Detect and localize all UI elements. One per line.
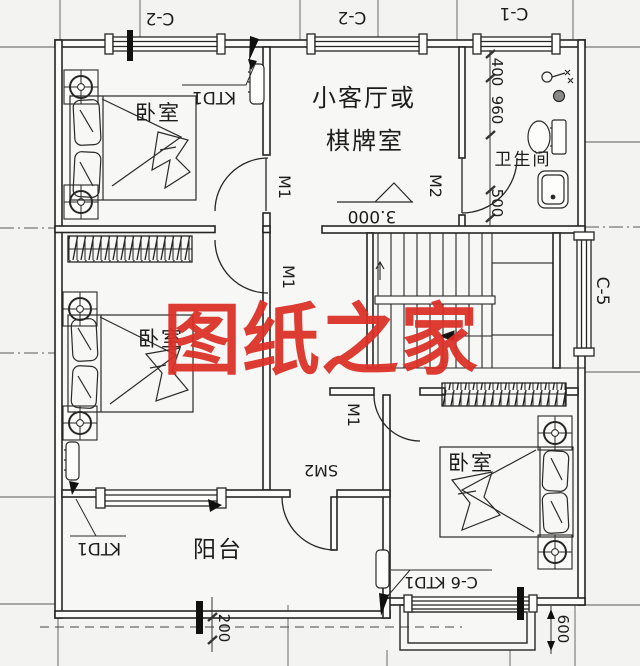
- window-c2-left-icon: [104, 33, 226, 55]
- dim-label-960: 960: [488, 95, 507, 125]
- bathroom-fixtures: [527, 69, 574, 209]
- ac-unit-icon-bottom: [375, 549, 390, 589]
- toilet-icon: [527, 119, 567, 155]
- column-icon: [63, 69, 99, 105]
- sink-icon: [537, 170, 569, 209]
- equipment-label-ktd1-top: KTD1: [191, 87, 237, 108]
- bed-icon-bedroom1: [69, 95, 197, 201]
- section-tick: [196, 601, 203, 634]
- door-label-m2-bath: M2: [426, 174, 445, 198]
- beds: [67, 95, 574, 538]
- bed-icon-bedroom2: [67, 314, 194, 413]
- window-label-c5: C-5: [592, 276, 613, 306]
- ac-unit-icon-left: [65, 441, 80, 481]
- window-c5-icon: [573, 231, 595, 357]
- stair-handrail: [374, 295, 496, 305]
- hatched-bands: [67, 235, 567, 407]
- section-tick: [517, 587, 524, 620]
- stair-up-arrow-icon: [375, 260, 385, 280]
- leader-lines: [70, 61, 492, 599]
- arrow-mark: [248, 59, 257, 70]
- door-m1-bedroom3-arc: [373, 394, 421, 442]
- arrow-mark: [208, 499, 222, 512]
- door-m1-bedroom2-arc: [214, 239, 269, 294]
- room-label-living-line1: 小客厅或: [312, 84, 416, 112]
- floor-drain-icon: [552, 89, 566, 103]
- door-sm2-arc: [281, 496, 336, 551]
- section-flag: [379, 593, 389, 616]
- room-label-living-line2: 棋牌室: [326, 127, 404, 155]
- column-icon: [537, 415, 573, 451]
- door-label-m1-bedroom3: M1: [344, 403, 363, 427]
- dimension-lines: [207, 49, 555, 654]
- watermark-text: 图纸之家: [162, 295, 479, 386]
- window-label-c1: C-1: [499, 3, 529, 24]
- window-label-c2-mid: C-2: [337, 7, 367, 28]
- section-flag: [249, 36, 259, 61]
- room-label-balcony: 阳台: [193, 536, 243, 563]
- elevation-label: 3.000: [347, 206, 397, 227]
- column-icon: [63, 184, 99, 220]
- window-label-c2-left: C-2: [145, 8, 175, 29]
- room-label-bedroom2: 卧室: [138, 326, 184, 351]
- dim-label-200: 200: [215, 613, 234, 643]
- stair-direction-arrow-icon: [438, 330, 455, 342]
- elevation-marker-icon: [337, 182, 413, 203]
- door-label-sm2: SM2: [303, 461, 339, 480]
- arrow-mark: [69, 481, 79, 495]
- dim-label-400: 400: [488, 57, 507, 87]
- ac-unit-icon-top: [249, 63, 265, 105]
- door-m2-bath-arc: [461, 157, 518, 214]
- bed-icon-bedroom3: [439, 446, 574, 538]
- room-label-bedroom3: 卧室: [448, 450, 494, 475]
- door-label-m1-bedroom1: M1: [275, 175, 294, 199]
- window-c2-mid-icon: [306, 33, 428, 55]
- room-label-bedroom1: 卧室: [135, 100, 181, 125]
- room-label-bathroom: 卫生间: [494, 149, 552, 170]
- window-c1-icon: [472, 33, 561, 55]
- window-label-c6-ktd1: C-6 KTD1: [404, 573, 478, 592]
- windows: [95, 33, 595, 613]
- section-tick: [127, 30, 133, 61]
- window-c6-icon: [403, 594, 538, 613]
- column-symbols: [62, 69, 573, 570]
- staircase: [373, 233, 585, 369]
- dim-label-600: 600: [554, 614, 573, 644]
- shower-head-icon: [541, 69, 574, 84]
- doors: [214, 157, 518, 551]
- column-icon: [62, 291, 98, 327]
- section-marks: [69, 30, 524, 634]
- door-m1-bedroom1-arc: [214, 157, 269, 212]
- equipment-label-ktd1-left: KTD1: [76, 538, 122, 559]
- window-balcony-icon: [95, 487, 227, 509]
- ac-units: [63, 63, 390, 589]
- dim-label-500: 500: [488, 188, 507, 218]
- column-icon: [537, 534, 573, 570]
